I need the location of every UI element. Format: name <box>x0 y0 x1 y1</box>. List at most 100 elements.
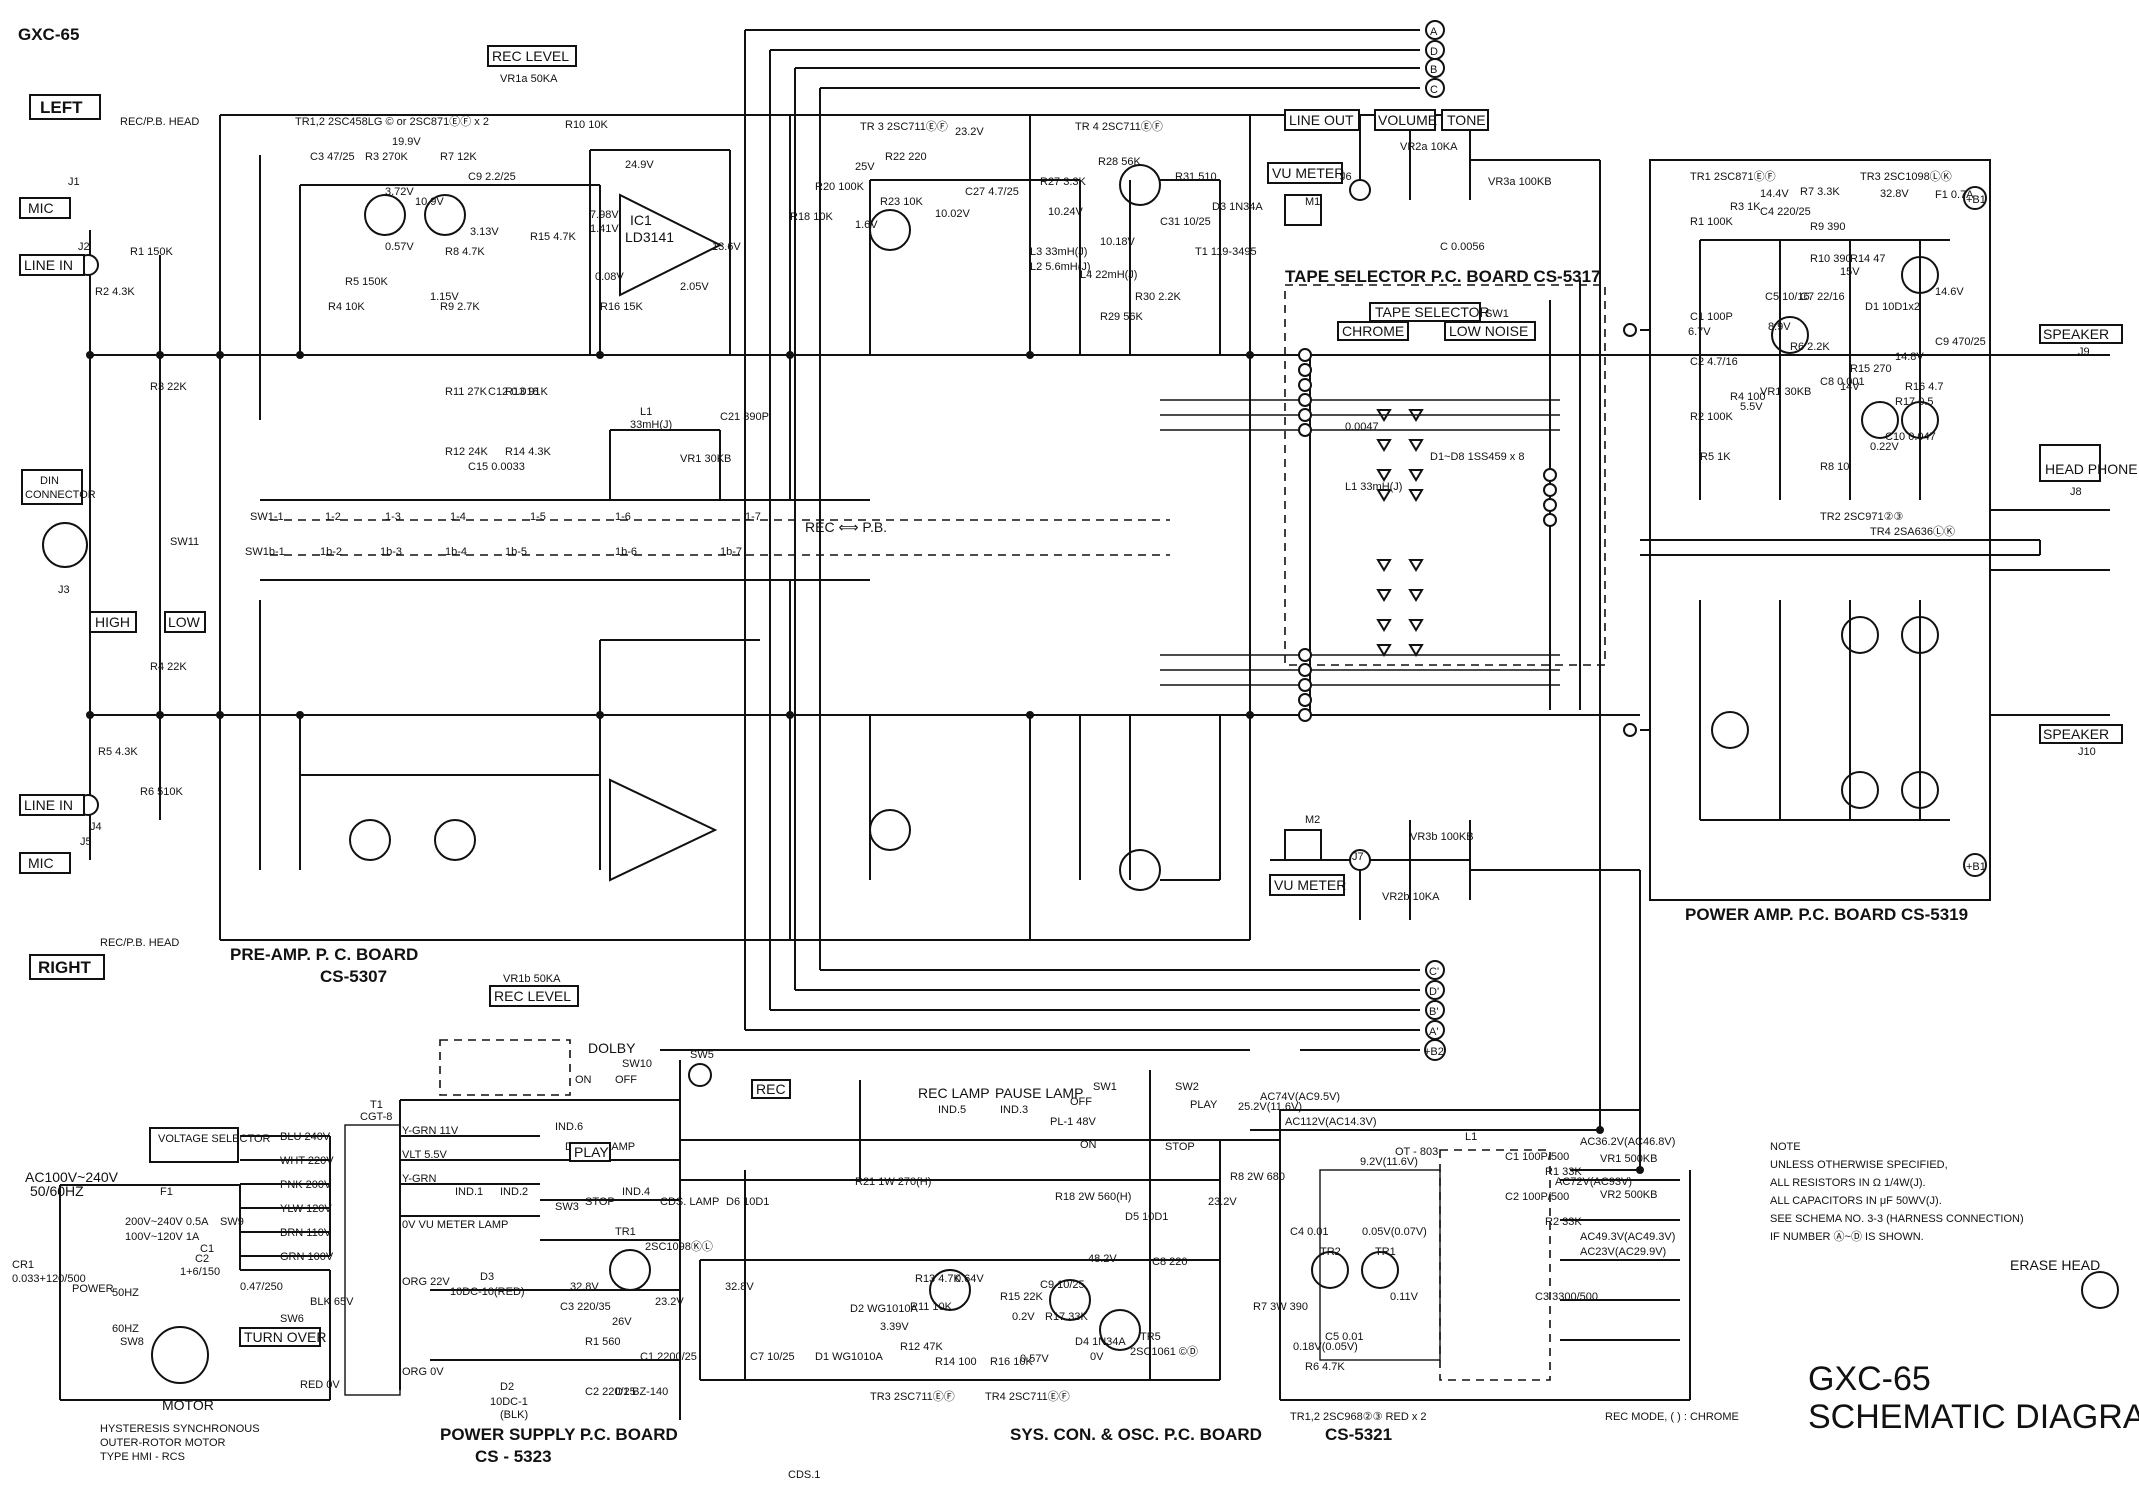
part-r7: R7 12K <box>440 151 477 163</box>
fuse-rating-2: 100V~120V 1A <box>125 1231 200 1243</box>
sys-d4: D4 1N34A <box>1075 1336 1126 1348</box>
ps-c2: C2 220/25 <box>585 1386 636 1398</box>
connector-d-prime: D' <box>1429 986 1439 998</box>
power-switch-label: POWER <box>72 1283 114 1295</box>
tape-selector-switch-label: TAPE SELECTOR <box>1375 304 1490 320</box>
pa-r14: R14 47 <box>1850 253 1885 265</box>
sw1b-7-label: 1b-7 <box>720 546 742 558</box>
ind2-label: IND.2 <box>500 1186 528 1198</box>
sys-r12: R12 47K <box>900 1341 943 1353</box>
part-r2: R2 4.3K <box>95 286 135 298</box>
j9-label: J9 <box>2078 346 2090 358</box>
preamp-parts: R1 150K R2 4.3K R3 22K R4 22K R5 4.3K R6… <box>95 119 643 798</box>
sys-tr5-part: 2SC1061 ©Ⓓ <box>1130 1345 1198 1358</box>
v-24-9: 24.9V <box>625 159 654 171</box>
t1-label: T1 <box>370 1099 383 1111</box>
power-amp-frame <box>1649 159 1991 901</box>
v-13-6: 13.6V <box>712 241 741 253</box>
sw1-4-label: 1-4 <box>450 511 466 523</box>
power-supply-board-label: POWER SUPPLY P.C. BOARD <box>440 1425 678 1444</box>
ps-d1: D1 BZ-140 <box>615 1386 668 1398</box>
part-c3: C3 47/25 <box>310 151 355 163</box>
sys-d2: D2 WG1010A <box>850 1303 919 1315</box>
connector-b2: +B2 <box>1424 1046 1444 1058</box>
part-r1: R1 150K <box>130 246 173 258</box>
power-amp-parts: R1 100K R2 100K R3 1K R4 100 R5 1K R6 2.… <box>1690 186 1986 473</box>
transistor-symbols <box>151 164 1939 1384</box>
volume-label: VOLUME <box>1378 112 1437 128</box>
rec-button-label: REC <box>756 1081 786 1097</box>
osc-r2: R2 33K <box>1545 1216 1582 1228</box>
transformer-secondary: Y-GRN 11V VLT 5.5V Y-GRN 0V VU METER LAM… <box>402 1125 508 1378</box>
pa-c1: C1 100P <box>1690 311 1733 323</box>
osc-vr2: VR2 500KB <box>1600 1189 1657 1201</box>
rec-pb-switch-label: REC ⟺ P.B. <box>805 519 887 535</box>
ic-symbols <box>609 193 723 882</box>
v-3-72: 3.72V <box>385 186 414 198</box>
osc-v-ac23: AC23V(AC29.9V) <box>1580 1246 1666 1258</box>
ic1-part: LD3141 <box>625 229 674 245</box>
mic-top-label: MIC <box>28 200 54 216</box>
j3-label: J3 <box>58 584 70 596</box>
part-l4: L4 22mH(J) <box>1080 269 1137 281</box>
sw1b-1-label: SW1b-1 <box>245 546 285 558</box>
v-1-41: 1.41V <box>590 223 619 235</box>
part-r15: R15 4.7K <box>530 231 577 243</box>
osc-tr12-label: TR1,2 2SC968②③ RED x 2 <box>1290 1411 1427 1423</box>
osc-c3: C3 3300/500 <box>1535 1291 1598 1303</box>
part-r31: R31 510 <box>1175 171 1217 183</box>
pa-c5: C5 10/16 <box>1765 291 1810 303</box>
din-connector-label: CONNECTOR <box>25 489 96 501</box>
ind3-label: IND.3 <box>1000 1104 1028 1116</box>
c-0056-label: C 0.0056 <box>1440 241 1485 253</box>
pa-tr1-label: TR1 2SC871ⒺⒻ <box>1690 170 1776 183</box>
tape-diodes-label: D1~D8 1SS459 x 8 <box>1430 451 1524 463</box>
motor-label: MOTOR <box>162 1397 214 1413</box>
head-phone-label: HEAD PHONE <box>2045 461 2138 477</box>
voltage-selector-label: VOLTAGE SELECTOR <box>158 1133 271 1145</box>
part-c31: C31 10/25 <box>1160 216 1211 228</box>
d2-part: 10DC-1 <box>490 1396 528 1408</box>
pl1-label: PL-1 48V <box>1050 1116 1097 1128</box>
sys-v-32-8: 32.8V <box>725 1281 754 1293</box>
part-r4b: R4 10K <box>328 301 365 313</box>
sys-r15: R15 22K <box>1000 1291 1043 1303</box>
mic-bottom-label: MIC <box>28 855 54 871</box>
sw2-label: SW2 <box>1175 1081 1199 1093</box>
pa-c7: C7 22/16 <box>1800 291 1845 303</box>
v-1-15: 1.15V <box>430 291 459 303</box>
cds1-label: CDS.1 <box>788 1469 820 1481</box>
pa-r6: R6 2.2K <box>1790 341 1830 353</box>
connector-b: B <box>1430 64 1437 76</box>
b1-bottom-label: +B1 <box>1966 861 1986 873</box>
tap-wht: WHT 220V <box>280 1155 334 1167</box>
tr3-voltage: 23.2V <box>955 126 984 138</box>
ps-v-23-2: 23.2V <box>655 1296 684 1308</box>
d2-label: D2 <box>500 1381 514 1393</box>
preamp-board-number: CS-5307 <box>320 967 387 986</box>
pa-f1: F1 0.7A <box>1935 189 1974 201</box>
osc-vr1: VR1 500KB <box>1600 1153 1657 1165</box>
part-d3: D3 1N34A <box>1212 201 1263 213</box>
preamp-voltages: 19.9V 3.72V 0.57V 10.9V 3.13V 1.15V 24.9… <box>385 136 741 303</box>
power-amp-board-label: POWER AMP. P.C. BOARD CS-5319 <box>1685 905 1968 924</box>
sw1b-2-label: 1b-2 <box>320 546 342 558</box>
part-r30: R30 2.2K <box>1135 291 1182 303</box>
top-connectors: A D B C <box>1425 20 1445 98</box>
osc-c4: C4 0.01 <box>1290 1226 1329 1238</box>
line-in-bottom-label: LINE IN <box>24 797 73 813</box>
connector-a-prime: A' <box>1429 1026 1438 1038</box>
pa-r16: R16 4.7 <box>1905 381 1944 393</box>
vr1b-label: VR1b 50KA <box>503 973 561 985</box>
v-0-57: 0.57V <box>385 241 414 253</box>
pa-v-14: 14V <box>1840 381 1860 393</box>
tap-blu: BLU 240V <box>280 1131 331 1143</box>
ind4-label: IND.4 <box>622 1186 650 1198</box>
part-r18: R18 10K <box>790 211 833 223</box>
rec-level-bottom-label: REC LEVEL <box>494 988 571 1004</box>
pa-tr2-label: TR2 2SC971②③ <box>1820 511 1903 523</box>
bottom-connectors: C' D' B' A' +B2 <box>1424 960 1446 1061</box>
mid-parts: R18 10K R20 100K R22 220 R23 10K C27 4.7… <box>790 151 1263 323</box>
sec-vu-lamp: 0V VU METER LAMP <box>402 1219 508 1231</box>
v-10-9: 10.9V <box>415 196 444 208</box>
